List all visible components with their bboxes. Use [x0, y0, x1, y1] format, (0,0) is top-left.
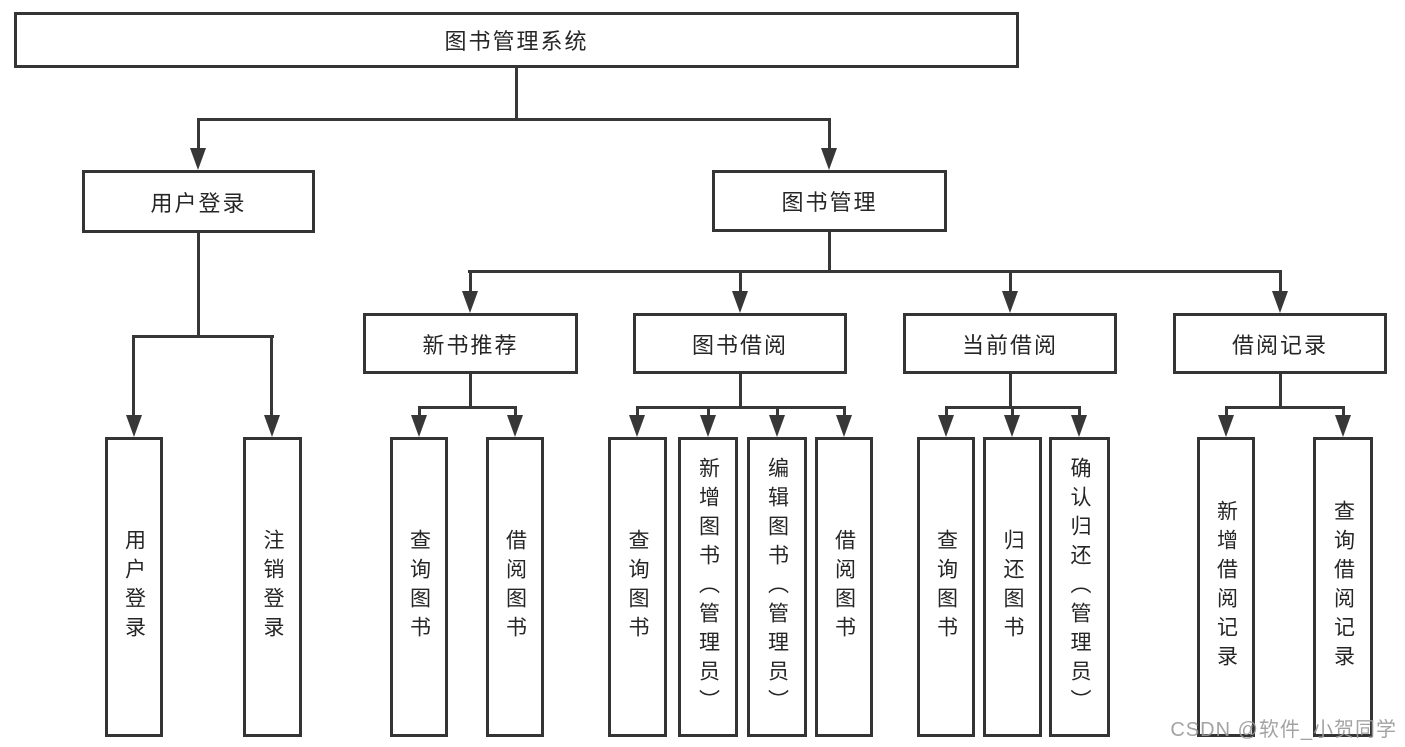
- connector-line: [945, 406, 948, 415]
- leaf-label: 编辑图书（管理员）: [765, 456, 789, 718]
- node-book-borrowing: 图书借阅: [633, 313, 847, 374]
- leaf-borrowing-borrow-books: 借阅图书: [815, 437, 873, 737]
- connector-line: [636, 406, 639, 415]
- node-new-book-recommendation: 新书推荐: [363, 313, 578, 374]
- node-root-library-management-system: 图书管理系统: [14, 12, 1019, 68]
- connector-line: [418, 406, 517, 409]
- arrowhead-down-icon: [938, 415, 954, 437]
- node-borrowing-records: 借阅记录: [1173, 313, 1387, 374]
- connector-line: [469, 374, 472, 408]
- connector-line: [514, 406, 517, 415]
- connector-line: [843, 406, 846, 415]
- connector-line: [1279, 374, 1282, 408]
- csdn-watermark: CSDN @软件_小贺同学: [1170, 719, 1397, 741]
- arrowhead-down-icon: [821, 148, 837, 170]
- leaf-label: 新增借阅记录: [1214, 500, 1238, 674]
- arrowhead-down-icon: [1002, 291, 1018, 313]
- arrowhead-down-icon: [190, 148, 206, 170]
- connector-line: [197, 118, 831, 121]
- arrowhead-down-icon: [126, 415, 142, 437]
- connector-line: [739, 270, 742, 291]
- arrowhead-down-icon: [1335, 415, 1351, 437]
- leaf-label: 用户登录: [122, 529, 146, 645]
- leaf-current-query-books: 查询图书: [917, 437, 975, 737]
- node-current-borrowing: 当前借阅: [903, 313, 1117, 374]
- node-label: 用户登录: [150, 190, 247, 216]
- connector-line: [197, 118, 200, 148]
- node-label: 图书借阅: [691, 332, 788, 358]
- connector-line: [739, 374, 742, 408]
- arrowhead-down-icon: [769, 415, 785, 437]
- arrowhead-down-icon: [462, 291, 478, 313]
- connector-line: [636, 406, 846, 409]
- node-label: 图书管理: [781, 190, 878, 215]
- connector-line: [418, 406, 421, 415]
- arrowhead-down-icon: [836, 415, 852, 437]
- node-book-management: 图书管理: [712, 170, 947, 232]
- leaf-label: 确认归还（管理员）: [1068, 456, 1091, 718]
- leaf-borrowing-query-books: 查询图书: [608, 437, 667, 737]
- arrowhead-down-icon: [507, 415, 523, 437]
- arrowhead-down-icon: [700, 415, 716, 437]
- connector-line: [197, 233, 200, 335]
- connector-line: [707, 406, 710, 415]
- leaf-new-book-borrow-books: 借阅图书: [486, 437, 544, 737]
- connector-line: [132, 335, 135, 415]
- connector-line: [1078, 406, 1081, 415]
- connector-line: [270, 335, 273, 415]
- arrowhead-down-icon: [1218, 415, 1234, 437]
- arrowhead-down-icon: [1272, 291, 1288, 313]
- leaf-label: 借阅图书: [503, 529, 527, 645]
- arrowhead-down-icon: [1004, 415, 1020, 437]
- leaf-label: 新增图书（管理员）: [696, 456, 720, 718]
- connector-line: [828, 232, 831, 272]
- leaf-label: 查询图书: [626, 529, 649, 645]
- connector-line: [469, 270, 472, 291]
- arrowhead-down-icon: [732, 291, 748, 313]
- connector-line: [515, 68, 518, 121]
- leaf-confirm-return-admin: 确认归还（管理员）: [1049, 437, 1110, 737]
- arrowhead-down-icon: [264, 415, 280, 437]
- connector-line: [828, 118, 831, 148]
- arrowhead-down-icon: [411, 415, 427, 437]
- leaf-add-books-admin: 新增图书（管理员）: [678, 437, 738, 737]
- node-label: 新书推荐: [422, 332, 519, 358]
- connector-line: [1011, 406, 1014, 415]
- connector-line: [1225, 406, 1345, 409]
- arrowhead-down-icon: [629, 415, 645, 437]
- leaf-query-borrow-record: 查询借阅记录: [1313, 437, 1373, 737]
- connector-line: [1225, 406, 1228, 415]
- connector-line: [468, 270, 1282, 273]
- leaf-user-login: 用户登录: [105, 437, 163, 737]
- node-user-login: 用户登录: [82, 170, 315, 233]
- leaf-add-borrow-record: 新增借阅记录: [1197, 437, 1255, 737]
- arrowhead-down-icon: [1071, 415, 1087, 437]
- node-label: 图书管理系统: [444, 29, 589, 54]
- connector-line: [1009, 270, 1012, 291]
- leaf-label: 查询借阅记录: [1331, 500, 1355, 674]
- leaf-label: 查询图书: [934, 529, 958, 645]
- leaf-label: 借阅图书: [832, 529, 856, 645]
- leaf-edit-books-admin: 编辑图书（管理员）: [747, 437, 807, 737]
- node-label: 借阅记录: [1231, 332, 1328, 358]
- leaf-logout: 注销登录: [243, 437, 302, 737]
- leaf-new-book-query-books: 查询图书: [390, 437, 448, 737]
- connector-line: [1342, 406, 1345, 415]
- connector-line: [1009, 374, 1012, 408]
- node-label: 当前借阅: [961, 332, 1058, 358]
- leaf-label: 查询图书: [407, 529, 431, 645]
- connector-line: [776, 406, 779, 415]
- connector-line: [1279, 270, 1282, 291]
- leaf-label: 归还图书: [1001, 529, 1024, 645]
- leaf-return-books: 归还图书: [983, 437, 1042, 737]
- leaf-label: 注销登录: [261, 529, 284, 645]
- connector-line: [132, 335, 274, 338]
